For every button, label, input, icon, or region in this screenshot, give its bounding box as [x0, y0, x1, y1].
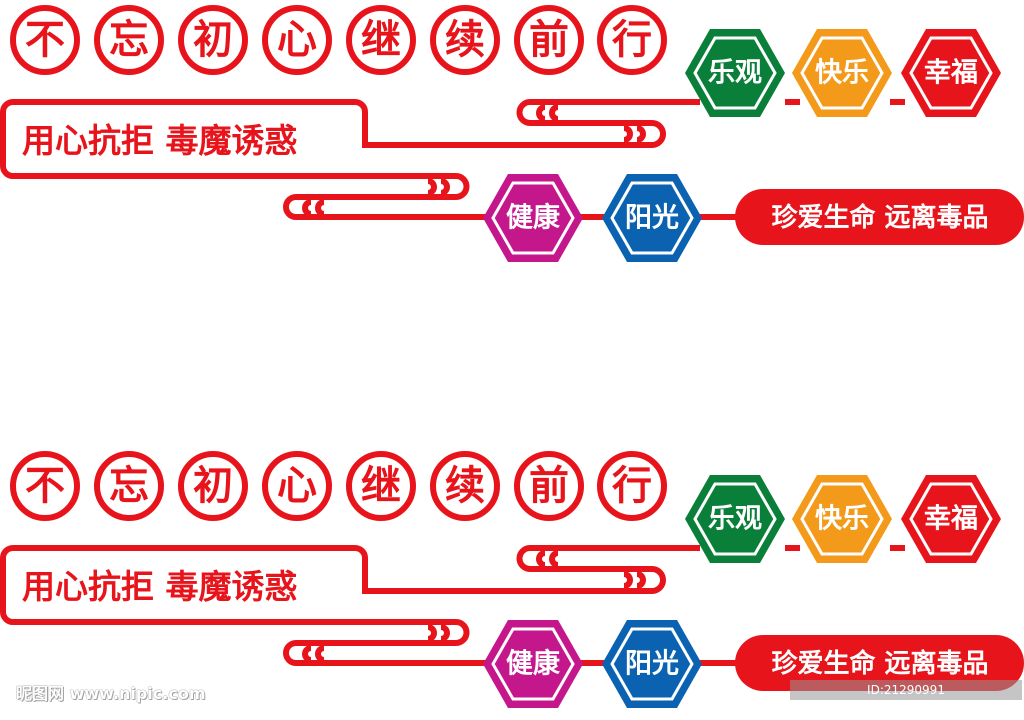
hex-badge-health: 健康 — [483, 174, 583, 262]
swirl-lines — [0, 545, 905, 666]
hex-text: 健康 — [506, 648, 561, 680]
slogan-pill: 珍爱生命 远离毒品 — [735, 635, 1024, 691]
hex-text: 阳光 — [625, 649, 679, 680]
circle-char: 前 — [514, 5, 584, 75]
circle-char-text: 不 — [25, 17, 65, 63]
circle-char-text: 续 — [445, 463, 485, 509]
swirl-lines — [0, 99, 905, 220]
hex-badge-sunshine: 阳光 — [602, 174, 702, 262]
hex-text: 快乐 — [815, 504, 869, 535]
hex-badge-happiness: 幸福 — [901, 29, 1001, 117]
circle-char-text: 心 — [277, 17, 317, 63]
circle-char-text: 继 — [361, 17, 401, 63]
circle-char: 心 — [262, 451, 332, 521]
circle-char-text: 不 — [25, 463, 65, 509]
circle-char: 忘 — [94, 5, 164, 75]
pill-text: 珍爱生命 远离毒品 — [771, 202, 988, 233]
hex-text: 乐观 — [708, 504, 762, 535]
circle-char: 不 — [10, 451, 80, 521]
circle-char: 继 — [346, 5, 416, 75]
circle-char-text: 心 — [277, 463, 317, 509]
circle-row: 不 忘 初 心 继 续 前 行 — [10, 451, 667, 521]
hex-text: 健康 — [506, 202, 561, 234]
circle-char: 行 — [597, 451, 667, 521]
circle-char: 前 — [514, 451, 584, 521]
hex-badge-optimism: 乐观 — [685, 475, 785, 563]
circle-char: 心 — [262, 5, 332, 75]
circle-row: 不 忘 初 心 继 续 前 行 — [10, 5, 667, 75]
circle-char-text: 初 — [193, 17, 233, 63]
hex-text: 乐观 — [708, 58, 762, 89]
circle-char-text: 续 — [445, 17, 485, 63]
slogan-box-text: 用心抗拒 毒魔诱惑 — [22, 121, 298, 160]
circle-char: 忘 — [94, 451, 164, 521]
circle-char: 继 — [346, 451, 416, 521]
hex-text: 快乐 — [815, 58, 869, 89]
watermark-site: 昵图网 www.nipic.com — [16, 684, 206, 703]
circle-char-text: 前 — [529, 463, 569, 509]
circle-char-text: 初 — [193, 463, 233, 509]
circle-char: 续 — [430, 451, 500, 521]
hex-badge-health: 健康 — [483, 620, 583, 708]
circle-char: 初 — [178, 5, 248, 75]
circle-char: 不 — [10, 5, 80, 75]
circle-char-text: 继 — [361, 463, 401, 509]
circle-char: 行 — [597, 5, 667, 75]
circle-char-text: 行 — [612, 463, 652, 509]
slogan-pill: 珍爱生命 远离毒品 — [735, 189, 1024, 245]
slogan-banner: 不 忘 初 心 继 续 前 行 用心抗拒 毒魔诱惑 乐观 快乐 幸福 — [0, 451, 1024, 708]
slogan-box-text: 用心抗拒 毒魔诱惑 — [22, 567, 298, 606]
circle-char: 初 — [178, 451, 248, 521]
circle-char-text: 行 — [612, 17, 652, 63]
hex-text: 幸福 — [924, 504, 978, 535]
circle-char-text: 忘 — [109, 463, 149, 509]
hex-badge-happy: 快乐 — [792, 475, 892, 563]
hex-text: 阳光 — [625, 203, 679, 234]
hex-text: 幸福 — [924, 58, 978, 89]
hex-badge-happiness: 幸福 — [901, 475, 1001, 563]
circle-char-text: 前 — [529, 17, 569, 63]
hex-badge-sunshine: 阳光 — [602, 620, 702, 708]
slogan-banner: 不 忘 初 心 继 续 前 行 用心抗拒 毒魔诱惑 乐观 快乐 幸福 — [0, 5, 1024, 262]
circle-char-text: 忘 — [109, 17, 149, 63]
pill-text: 珍爱生命 远离毒品 — [771, 648, 988, 679]
hex-badge-optimism: 乐观 — [685, 29, 785, 117]
hex-badge-happy: 快乐 — [792, 29, 892, 117]
circle-char: 续 — [430, 5, 500, 75]
watermark-id: ID:21290991 NO:20180607215902521085 — [790, 680, 1022, 717]
